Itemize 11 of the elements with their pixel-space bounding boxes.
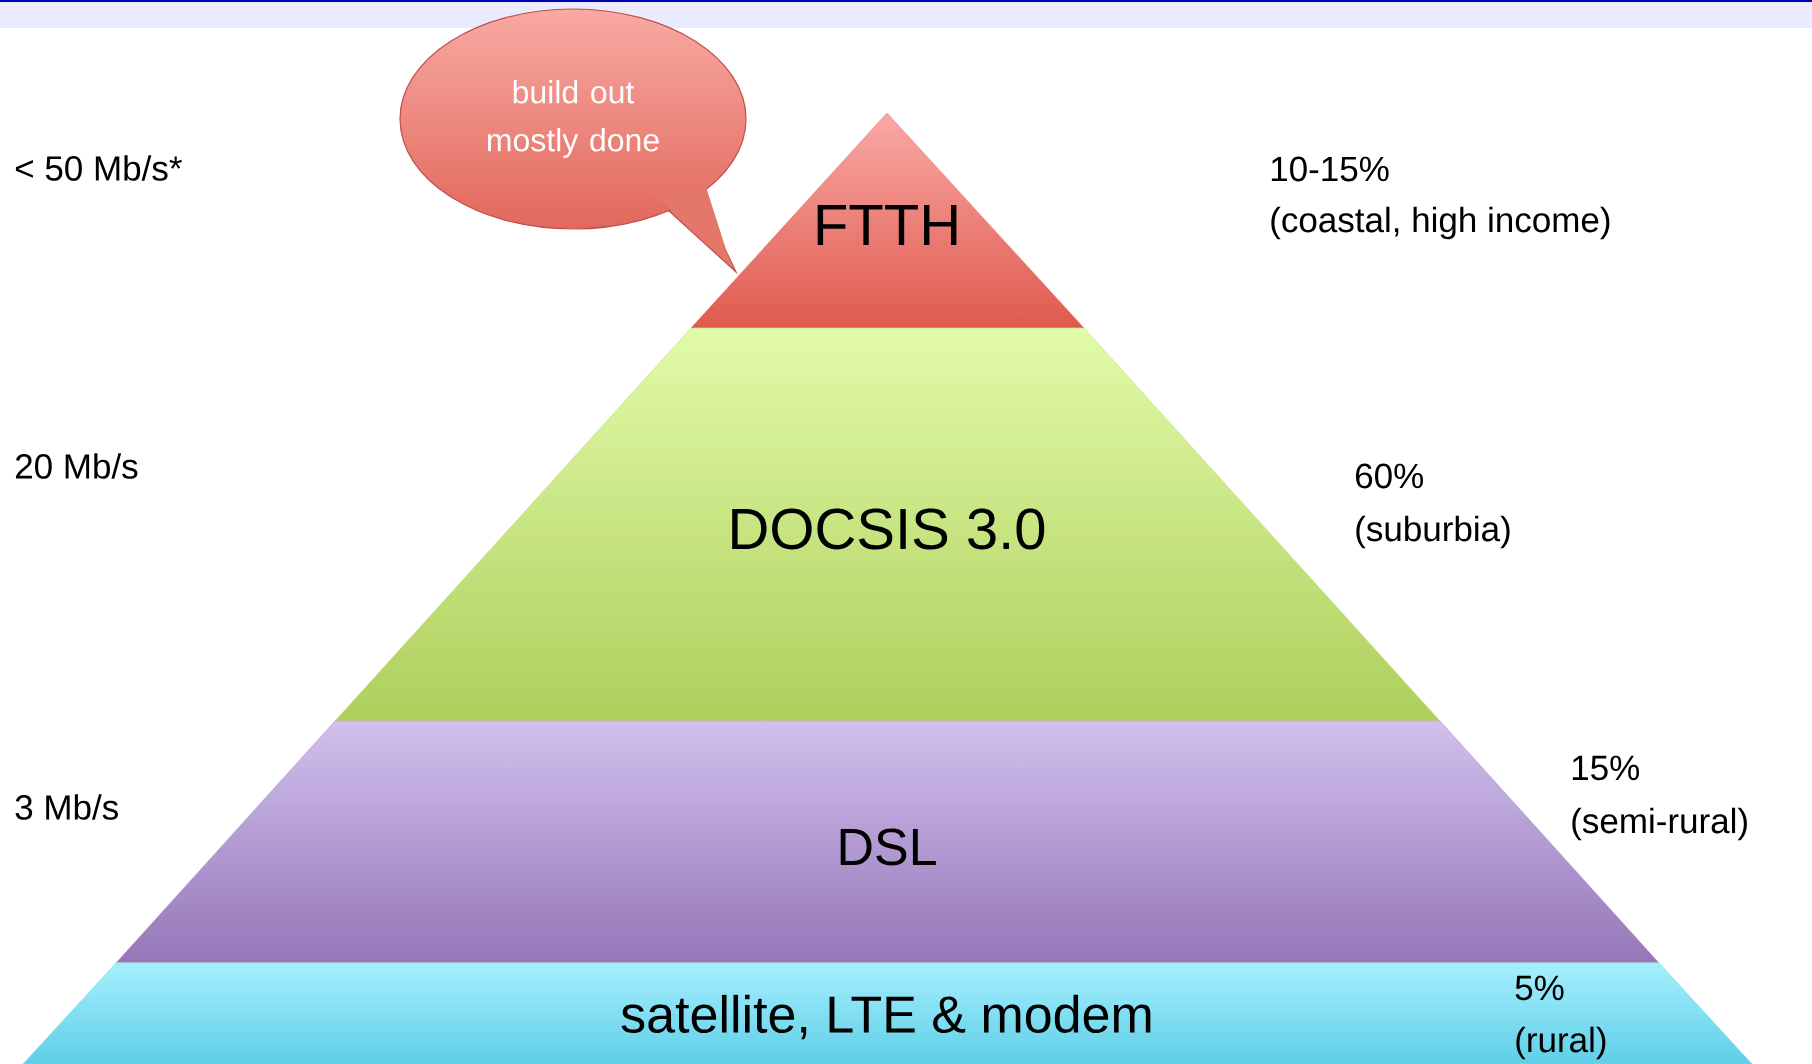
side-label: 3 Mb/s <box>15 794 118 820</box>
side-label: < 50 Mb/s* <box>15 155 182 181</box>
side-label: 15% <box>1572 755 1639 781</box>
speech-bubble: build out mostly done <box>399 8 747 275</box>
pyramid-band: FTTH <box>690 112 1085 329</box>
side-label: 20 Mb/s <box>15 453 138 479</box>
side-label: 10-15% <box>1271 156 1389 182</box>
side-label: (coastal, high income) <box>1271 206 1610 240</box>
side-label: 5% <box>1515 975 1564 1001</box>
side-label: 60% <box>1356 463 1423 489</box>
side-label: (rural) <box>1516 1026 1606 1060</box>
